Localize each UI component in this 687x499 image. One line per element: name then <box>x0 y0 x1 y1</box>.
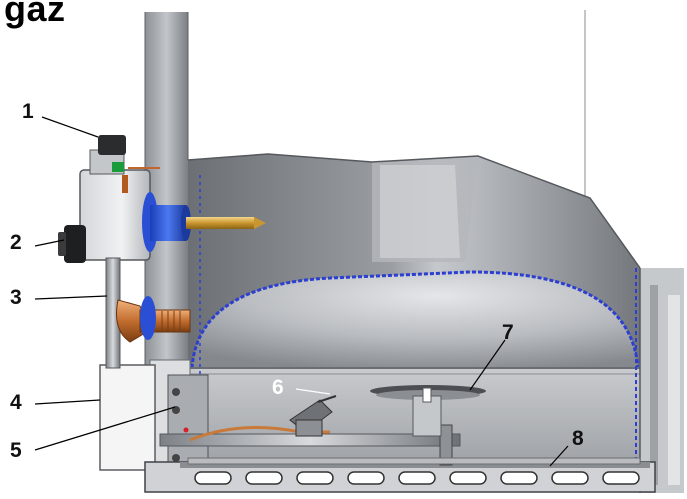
leader-line-5 <box>34 406 176 451</box>
burner-tube <box>159 424 461 466</box>
leader-lines <box>34 116 569 467</box>
leader-line-1 <box>41 116 99 138</box>
callout-label-3: 3 <box>10 286 22 309</box>
leader-line-3 <box>34 295 108 300</box>
callout-label-6: 6 <box>272 376 284 399</box>
leader-line-6 <box>295 388 331 395</box>
combustion-chamber <box>188 175 640 470</box>
callout-label-8: 8 <box>572 427 584 450</box>
right-casing <box>639 268 684 493</box>
gas-valve <box>58 135 160 263</box>
leader-line-7 <box>469 339 506 391</box>
callout-label-4: 4 <box>10 391 22 414</box>
callout-label-2: 2 <box>10 231 22 254</box>
burner-rail <box>144 461 656 493</box>
callout-label-7: 7 <box>502 321 514 344</box>
leader-line-2 <box>34 239 65 247</box>
pilot-assembly <box>289 395 337 437</box>
gas-supply-pipe <box>105 257 191 369</box>
leader-line-8 <box>549 445 569 467</box>
leader-line-4 <box>34 399 101 405</box>
burner-head <box>370 385 486 437</box>
diagram-title: gaz <box>4 0 66 29</box>
insulation-base <box>187 457 641 465</box>
gas-connection <box>142 192 266 252</box>
callout-label-5: 5 <box>10 439 22 462</box>
callout-label-1: 1 <box>22 100 34 123</box>
